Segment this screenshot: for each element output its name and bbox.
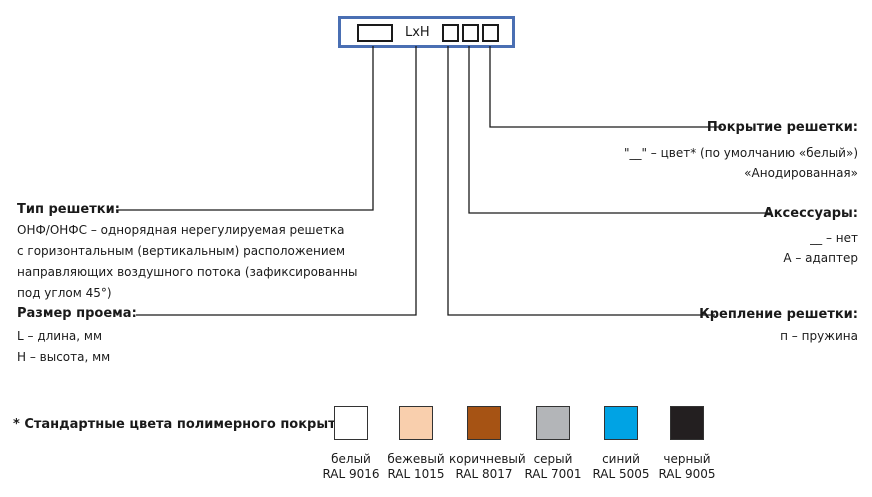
coating-line-1: "__" – цвет* (по умолчанию «белый») xyxy=(623,146,858,160)
swatch-name-white: белый xyxy=(331,452,371,466)
leader-line-mount xyxy=(447,46,715,316)
type-line-3: направляющих воздушного потока (зафиксир… xyxy=(17,265,358,279)
swatch-ral-brown: RAL 8017 xyxy=(455,467,513,481)
swatch-brown xyxy=(467,406,501,440)
leader-line-type xyxy=(116,46,374,211)
size-title: Размер проема: xyxy=(17,306,137,321)
code-frame: LxH xyxy=(338,16,515,48)
leader-line-coating xyxy=(489,46,722,128)
swatch-white xyxy=(334,406,368,440)
colors-title: * Стандартные цвета полимерного покрытия… xyxy=(13,417,359,432)
swatch-blue xyxy=(604,406,638,440)
size-line-2: H – высота, мм xyxy=(17,350,111,364)
swatch-gray xyxy=(536,406,570,440)
code-size-label: LxH xyxy=(405,25,430,40)
type-line-4: под углом 45°) xyxy=(17,286,112,300)
swatch-ral-blue: RAL 5005 xyxy=(592,467,650,481)
swatch-name-gray: серый xyxy=(533,452,573,466)
mount-line-1: п – пружина xyxy=(780,329,858,343)
swatch-ral-black: RAL 9005 xyxy=(658,467,716,481)
swatch-ral-beige: RAL 1015 xyxy=(387,467,445,481)
swatch-ral-gray: RAL 7001 xyxy=(524,467,582,481)
type-line-1: ОНФ/ОНФС – однорядная нерегулируемая реш… xyxy=(17,223,345,237)
code-box-coating xyxy=(482,24,499,42)
swatch-name-black: черный xyxy=(663,452,711,466)
accessory-title: Аксессуары: xyxy=(763,206,858,221)
swatch-name-brown: коричневый xyxy=(449,452,526,466)
code-box-mount xyxy=(442,24,459,42)
accessory-line-2: А – адаптер xyxy=(783,251,858,265)
coating-title: Покрытие решетки: xyxy=(706,120,858,135)
type-line-2: с горизонтальным (вертикальным) располож… xyxy=(17,244,346,258)
swatch-beige xyxy=(399,406,433,440)
swatch-name-beige: бежевый xyxy=(387,452,445,466)
swatch-ral-white: RAL 9016 xyxy=(322,467,380,481)
code-box-type xyxy=(357,24,393,42)
type-title: Тип решетки: xyxy=(17,202,120,217)
mount-title: Крепление решетки: xyxy=(699,307,858,322)
swatch-name-blue: синий xyxy=(602,452,640,466)
accessory-line-1: __ – нет xyxy=(810,231,858,245)
swatch-black xyxy=(670,406,704,440)
leader-line-accessory xyxy=(468,46,771,214)
code-box-accessory xyxy=(462,24,479,42)
coating-line-2: «Анодированная» xyxy=(744,166,858,180)
leader-line-size xyxy=(136,46,417,316)
size-line-1: L – длина, мм xyxy=(17,329,103,343)
